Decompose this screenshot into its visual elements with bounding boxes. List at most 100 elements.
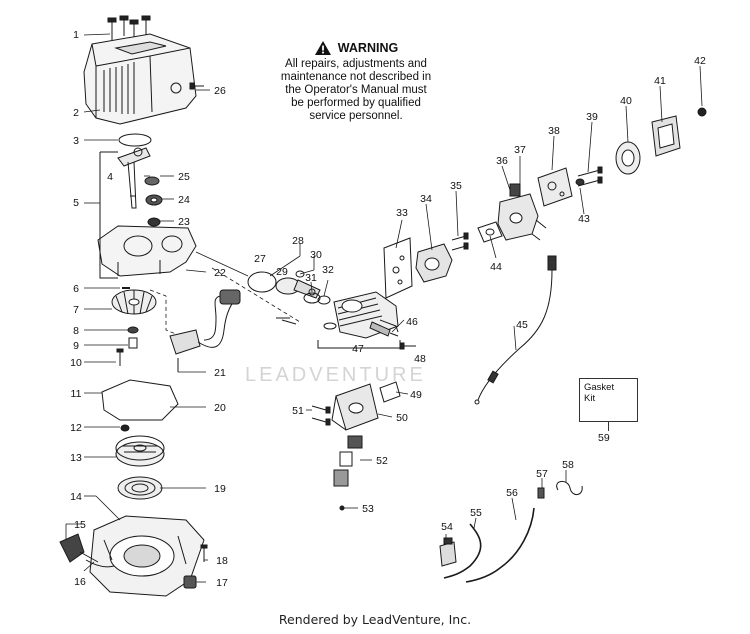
part-54-primer	[439, 537, 457, 567]
part-11-gasket	[101, 379, 179, 421]
part-33-gasket	[383, 237, 413, 299]
warning-title: WARNING	[337, 40, 399, 55]
callout-19: 19	[214, 483, 226, 495]
callout-25: 25	[178, 171, 190, 183]
part-27-gasket	[247, 271, 277, 293]
part-40-air-filter	[615, 141, 641, 175]
callout-7: 7	[73, 304, 79, 316]
callout-6: 6	[73, 283, 79, 295]
part-2-engine-cover	[83, 33, 197, 125]
part-rod-bolts	[276, 317, 337, 330]
callout-46: 46	[406, 316, 418, 328]
part-42-screw	[697, 107, 707, 117]
callout-29: 29	[276, 266, 288, 278]
callout-38: 38	[548, 125, 560, 137]
callout-30: 30	[310, 249, 322, 261]
callout-3: 3	[73, 135, 79, 147]
part-35-screws	[451, 232, 469, 251]
alignment-lines	[149, 267, 301, 335]
callout-8: 8	[73, 325, 79, 337]
part-52-spark-screen	[333, 435, 363, 487]
callout-51: 51	[292, 405, 304, 417]
part-49-gasket	[379, 381, 401, 403]
part-39-screws	[575, 166, 603, 187]
part-38-filter-base	[537, 167, 573, 207]
part-17-nut	[183, 575, 197, 589]
part-31-ring	[303, 292, 321, 304]
part-12-nut	[120, 424, 130, 432]
callout-55: 55	[470, 507, 482, 519]
callout-35: 35	[450, 180, 462, 192]
part-19-spring	[117, 476, 163, 500]
callout-52: 52	[376, 455, 388, 467]
callout-28: 28	[292, 235, 304, 247]
callout-4: 4	[107, 171, 113, 183]
callout-39: 39	[586, 111, 598, 123]
callout-48: 48	[414, 353, 426, 365]
callout-23: 23	[178, 216, 190, 228]
callout-56: 56	[506, 487, 518, 499]
part-23-seal	[147, 217, 161, 227]
callout-42: 42	[694, 55, 706, 67]
part-14-starter-housing	[89, 515, 205, 597]
part-45-throttle-cable	[474, 255, 557, 405]
part-9-spacer	[128, 337, 138, 349]
callout-37: 37	[514, 144, 526, 156]
part-21-ignition-coil	[169, 289, 241, 372]
part-26-screw	[189, 82, 204, 90]
part-5-bracket	[99, 151, 118, 279]
part-47-bracket	[317, 340, 401, 349]
callout-32: 32	[322, 264, 334, 276]
callout-54: 54	[441, 521, 453, 533]
callout-14: 14	[70, 491, 82, 503]
callout-18: 18	[216, 555, 228, 567]
callout-40: 40	[620, 95, 632, 107]
part-10-screw	[116, 348, 124, 366]
callout-27: 27	[254, 253, 266, 265]
gasket-kit-box: Gasket Kit	[579, 378, 638, 422]
part-57-fitting	[537, 487, 545, 499]
callout-43: 43	[578, 213, 590, 225]
callout-47: 47	[352, 343, 364, 355]
footer-credit: Rendered by LeadVenture, Inc.	[278, 612, 472, 627]
callout-labels: 1 2 3 4 5 6 7 8 9 10 11 12 13 14 15 16 1…	[70, 29, 706, 589]
part-53-screw	[339, 505, 345, 511]
callout-22: 22	[214, 267, 226, 279]
callout-45: 45	[516, 319, 528, 331]
part-16-rope	[85, 559, 115, 568]
watermark: LEADVENTURE	[245, 364, 426, 386]
callout-13: 13	[70, 452, 82, 464]
part-18-screw	[200, 544, 208, 562]
part-24-bearing	[145, 194, 163, 206]
warning-text: All repairs, adjustments and maintenance…	[280, 58, 432, 122]
callout-17: 17	[216, 577, 228, 589]
warning-triangle-icon	[314, 41, 331, 55]
part-41-filter-cover	[651, 115, 681, 157]
part-51-screws	[311, 405, 331, 426]
part-46-spark-plug	[369, 321, 399, 337]
callout-10: 10	[70, 357, 82, 369]
gasket-kit-label: Gasket Kit	[584, 382, 615, 404]
callout-33: 33	[396, 207, 408, 219]
callout-21: 21	[214, 367, 226, 379]
warning-header: WARNING	[278, 40, 434, 56]
callout-49: 49	[410, 389, 422, 401]
part-34-intake	[415, 243, 453, 283]
callout-31: 31	[305, 272, 317, 284]
part-8-nut	[127, 326, 139, 334]
callout-12: 12	[70, 422, 82, 434]
callout-2: 2	[73, 107, 79, 119]
callout-5: 5	[73, 197, 79, 209]
callout-20: 20	[214, 402, 226, 414]
part-56-fuel-line	[465, 507, 535, 583]
part-7-flywheel	[111, 289, 157, 315]
leader-lines	[65, 33, 703, 583]
part-50-muffler	[331, 383, 379, 431]
callout-36: 36	[496, 155, 508, 167]
callout-16: 16	[74, 576, 86, 588]
part-48-screw	[399, 342, 416, 350]
callout-24: 24	[178, 194, 190, 206]
callout-1: 1	[73, 29, 79, 41]
part-58-clamp	[556, 481, 583, 495]
